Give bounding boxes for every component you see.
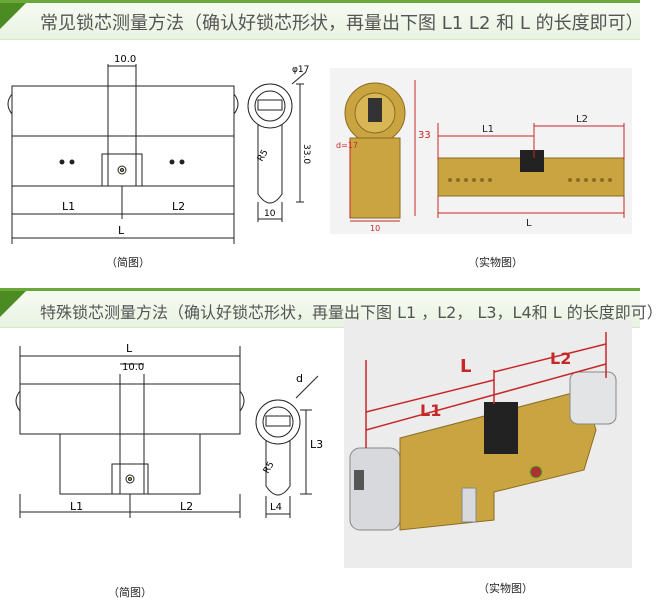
section1-caption-right: （实物图）: [468, 256, 523, 269]
dim-10-label: 10.0: [114, 54, 136, 65]
photo-d-label: d=17: [336, 141, 358, 150]
section2-caption-left: （简图）: [108, 586, 152, 599]
photo-l-label: L: [460, 356, 471, 377]
section1-photo: d=17 33 10 L1 L2 L: [330, 68, 632, 234]
dim-l-label: L: [126, 342, 133, 355]
profile-tail: [257, 124, 283, 204]
dim-l-label: L: [118, 224, 125, 237]
section2-title: 特殊锁芯测量方法（确认好锁芯形状，再量出下图 L1 ，L2， L3，L4和 L …: [40, 303, 663, 322]
banner-corner-triangle: [0, 291, 26, 317]
section1-diagram: 10.0 L1 L2 L φ17 33.0 R5 10: [7, 54, 311, 244]
dim-10b-label: 10: [264, 209, 276, 219]
dim-l2-label: L2: [172, 200, 185, 213]
section2-photo: L L1 L2: [344, 320, 632, 568]
banner-corner-triangle: [0, 3, 26, 29]
section1-title: 常见锁芯测量方法（确认好锁芯形状，再量出下图 L1 L2 和 L 的长度即可）: [40, 13, 644, 34]
cylinder-outline: [19, 383, 241, 435]
photo-33-label: 33: [418, 130, 431, 141]
cam-screw: [117, 165, 127, 175]
photo-l-label: L: [526, 218, 532, 229]
section2-diagram: L 10.0 L1 L2 d L3 R5 L4: [15, 342, 323, 518]
profile-circle: [247, 83, 293, 129]
section1-caption-left: （简图）: [106, 256, 150, 269]
photo-l1-label: L1: [482, 124, 494, 135]
dim-d-label: d: [296, 372, 303, 385]
profile-tail: [265, 440, 291, 496]
cam-screw: [125, 474, 135, 484]
dim-10-label: 10.0: [122, 362, 144, 373]
profile-circle: [255, 399, 301, 445]
dim-l1-label: L1: [70, 500, 83, 513]
dim-r5-label: R5: [262, 460, 277, 475]
dim-l2-label: L2: [180, 500, 193, 513]
photo-l2-label: L2: [550, 349, 571, 368]
dim-l1-label: L1: [62, 200, 75, 213]
photo-l1-label: L1: [420, 401, 441, 420]
dim-l3-label: L3: [310, 438, 323, 451]
photo-10-label: 10: [370, 224, 380, 233]
dim-33-label: 33.0: [301, 144, 311, 164]
section2-caption-right: （实物图）: [478, 582, 533, 595]
dim-phi17-label: φ17: [292, 65, 309, 75]
section1-banner: 常见锁芯测量方法（确认好锁芯形状，再量出下图 L1 L2 和 L 的长度即可）: [0, 0, 644, 40]
chrome-knob: [569, 371, 617, 425]
dim-l4-label: L4: [270, 502, 282, 513]
photo-l2-label: L2: [576, 114, 588, 125]
